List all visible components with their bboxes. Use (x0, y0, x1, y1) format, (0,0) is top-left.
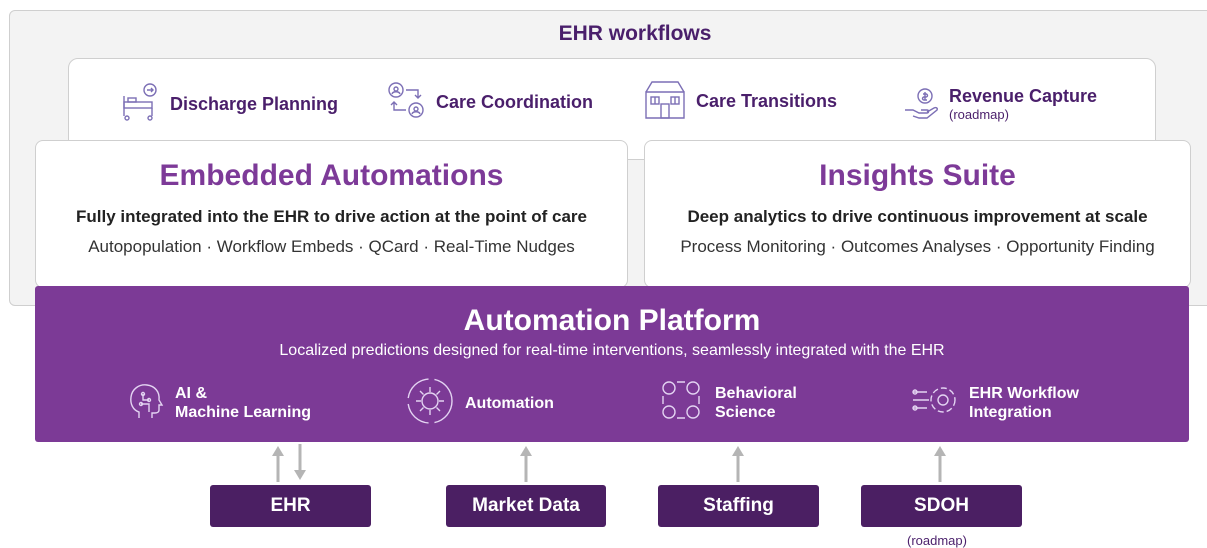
embedded-automations-card: Embedded Automations Fully integrated in… (35, 140, 628, 288)
capability-line1: Behavioral (715, 384, 797, 402)
workflow-care-transitions: Care Transitions (644, 78, 837, 125)
capability-ai-ml: AI & Machine Learning (125, 380, 311, 425)
workflow-label: Care Coordination (436, 92, 594, 112)
arrow-up (934, 446, 946, 482)
capability-line1: EHR Workflow (969, 384, 1079, 402)
capability-line2: Integration (969, 403, 1052, 421)
capability-behavioral-science: Behavioral Science (657, 376, 797, 429)
workflow-discharge-planning: Discharge Planning (120, 82, 338, 127)
card-title: Insights Suite (819, 159, 1016, 192)
card-items: Autopopulation · Workflow Embeds · QCard… (88, 237, 575, 256)
people-circle-icon (657, 376, 705, 429)
arrow-up (732, 446, 744, 482)
capability-line1: Automation (465, 395, 554, 412)
workflow-label: Revenue Capture (949, 86, 1098, 106)
source-staffing: Staffing (658, 485, 819, 527)
insights-suite-card: Insights Suite Deep analytics to drive c… (644, 140, 1191, 288)
platform-title: Automation Platform (463, 304, 761, 337)
ehr-workflows-title: EHR workflows (558, 22, 712, 45)
workflow-label: Discharge Planning (170, 94, 339, 114)
card-items: Process Monitoring · Outcomes Analyses ·… (680, 237, 1155, 256)
gear-cycle-icon (405, 376, 455, 431)
source-sdoh: SDOH (861, 485, 1022, 527)
automation-platform-panel: Automation Platform Localized prediction… (35, 286, 1189, 442)
brain-circuit-icon (125, 380, 165, 425)
capability-ehr-workflow-integration: EHR Workflow Integration (911, 380, 1079, 425)
roadmap-note: (roadmap) (949, 107, 1009, 122)
capability-line2: Science (715, 403, 776, 421)
gear-connect-icon (911, 380, 959, 425)
hospital-bed-icon (120, 82, 160, 127)
roadmap-note: (roadmap) (907, 533, 967, 548)
workflow-label: Care Transitions (696, 91, 838, 111)
arrow-down (294, 444, 306, 480)
card-subtitle: Fully integrated into the EHR to drive a… (76, 207, 587, 226)
workflow-revenue-capture: Revenue Capture (roadmap) (903, 86, 1097, 125)
house-icon (644, 78, 686, 125)
source-ehr: EHR (210, 485, 371, 527)
capability-line2: Machine Learning (175, 403, 312, 421)
arrow-up (520, 446, 532, 482)
arrow-up (272, 446, 284, 482)
card-title: Embedded Automations (159, 159, 504, 192)
workflow-care-coordination: Care Coordination (386, 80, 593, 125)
platform-subtitle: Localized predictions designed for real-… (279, 342, 945, 359)
people-exchange-icon (386, 80, 426, 125)
card-subtitle: Deep analytics to drive continuous impro… (687, 207, 1148, 226)
hand-coin-icon (903, 86, 939, 125)
source-market-data: Market Data (446, 485, 606, 527)
capability-automation: Automation (405, 376, 554, 431)
capability-line1: AI & (175, 384, 207, 402)
